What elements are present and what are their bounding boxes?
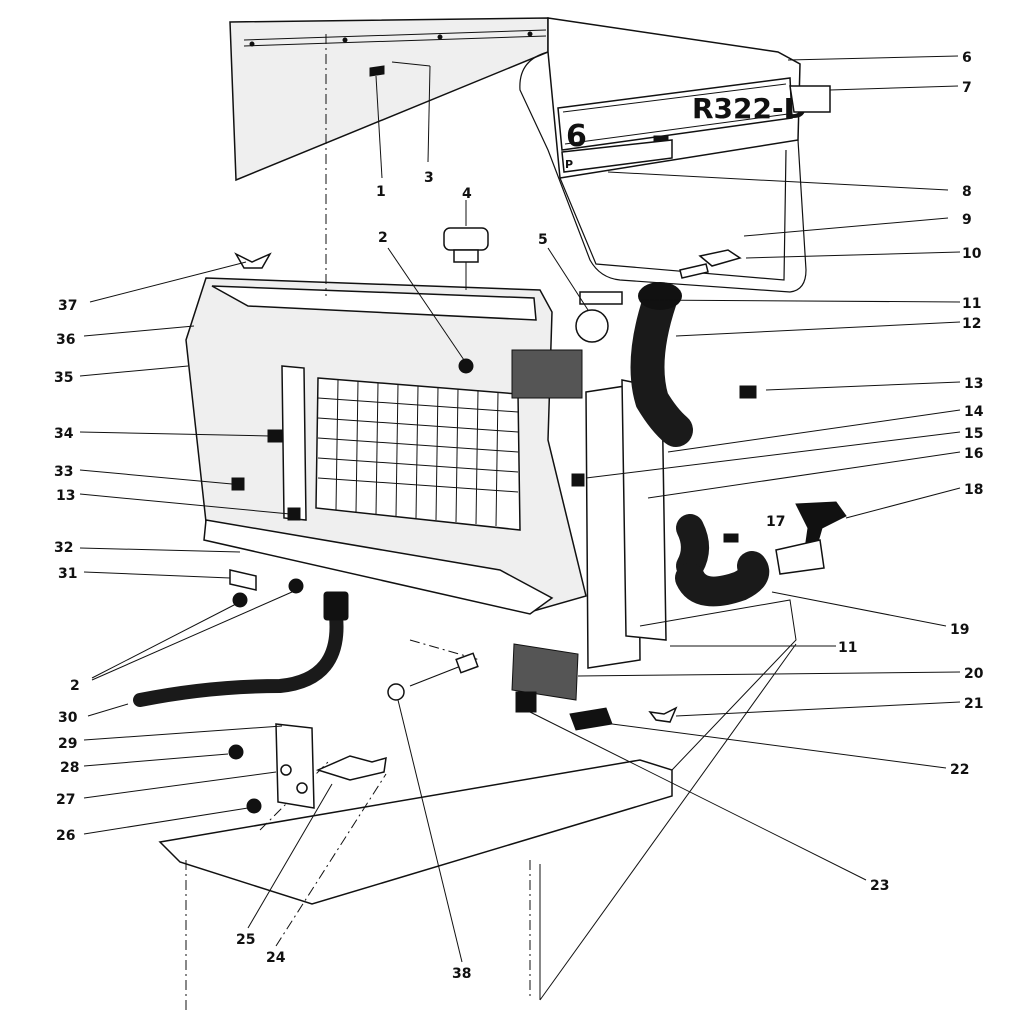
callout-22: 22	[950, 762, 969, 778]
floor-panel	[158, 759, 673, 905]
decal-panel	[557, 77, 793, 151]
clip	[229, 569, 257, 591]
lower-hose	[675, 551, 770, 607]
bottom-rail	[203, 519, 554, 615]
radiator-assembly	[185, 227, 757, 701]
callout-15: 15	[964, 426, 983, 442]
callout-28: 28	[60, 760, 79, 776]
lower-frame	[158, 569, 797, 1010]
callout-2: 2	[378, 230, 388, 246]
callout-10: 10	[962, 246, 982, 262]
callout-11: 11	[962, 296, 981, 312]
hose-group	[133, 282, 770, 707]
callout-37: 37	[58, 298, 77, 314]
hood-frame-bar	[519, 51, 807, 293]
callout-13: 13	[56, 488, 75, 504]
leader-lines	[79, 34, 961, 1001]
radiator-core	[315, 377, 521, 531]
callout-17: 17	[766, 514, 785, 530]
switch-plate	[275, 723, 315, 809]
callout-29: 29	[58, 736, 77, 752]
radiator-cap	[443, 227, 489, 290]
callout-20: 20	[964, 666, 984, 682]
callout-16: 16	[964, 446, 983, 462]
bolt-icon	[267, 429, 283, 443]
callout-12: 12	[962, 316, 981, 332]
long-bolt	[409, 663, 467, 687]
callout-labels: 1 2 2 3 4 5 6 7 8 9 10 11 11 12 13 13 14…	[54, 50, 984, 982]
latch-assembly	[723, 501, 847, 575]
label-plate	[789, 85, 831, 113]
callout-1: 1	[376, 184, 386, 200]
decal-strip	[579, 291, 623, 305]
callout-8: 8	[962, 184, 972, 200]
callout-21: 21	[964, 696, 983, 712]
radiator-fins	[317, 379, 519, 527]
side-bracket	[281, 365, 307, 521]
nut-icon	[228, 744, 244, 760]
hood-assembly: 6 R322-D P	[229, 17, 807, 293]
washer	[387, 683, 405, 701]
callout-31: 31	[58, 566, 77, 582]
callout-33: 33	[54, 464, 73, 480]
hood-side-panel	[229, 17, 549, 182]
foam-pad-upper	[511, 349, 583, 399]
callout-14: 14	[964, 404, 984, 420]
callout-34: 34	[54, 426, 74, 442]
decal-model-text: R322-D	[692, 92, 807, 125]
callout-38: 38	[452, 966, 471, 982]
callout-4: 4	[462, 186, 472, 202]
callout-11: 11	[838, 640, 857, 656]
foam-pad-lower	[511, 643, 579, 701]
callout-25: 25	[236, 932, 255, 948]
lower-hose-stub	[676, 514, 709, 580]
callout-19: 19	[950, 622, 969, 638]
callout-3: 3	[424, 170, 434, 186]
drain-fitting	[515, 691, 537, 713]
decal-left-text: 6	[566, 119, 587, 154]
callout-9: 9	[962, 212, 972, 228]
callout-24: 24	[266, 950, 286, 966]
callout-5: 5	[538, 232, 548, 248]
mounting-block	[569, 707, 613, 731]
drain-hose	[133, 609, 344, 707]
callout-30: 30	[58, 710, 78, 726]
callout-32: 32	[54, 540, 73, 556]
latch-bracket	[698, 249, 742, 267]
callout-26: 26	[56, 828, 75, 844]
callout-35: 35	[54, 370, 73, 386]
temp-sensor	[315, 755, 387, 781]
screw-icon	[369, 65, 385, 77]
upper-hose	[630, 283, 693, 447]
callout-36: 36	[56, 332, 75, 348]
callout-23: 23	[870, 878, 889, 894]
decal-small-text: P	[565, 158, 573, 171]
callout-6: 6	[962, 50, 972, 66]
wing-nut	[234, 252, 272, 269]
callout-13: 13	[964, 376, 983, 392]
callout-18: 18	[964, 482, 983, 498]
callout-27: 27	[56, 792, 75, 808]
hose-clamp	[575, 309, 609, 343]
callout-7: 7	[962, 80, 972, 96]
lower-decal	[561, 139, 673, 173]
callout-2: 2	[70, 678, 80, 694]
